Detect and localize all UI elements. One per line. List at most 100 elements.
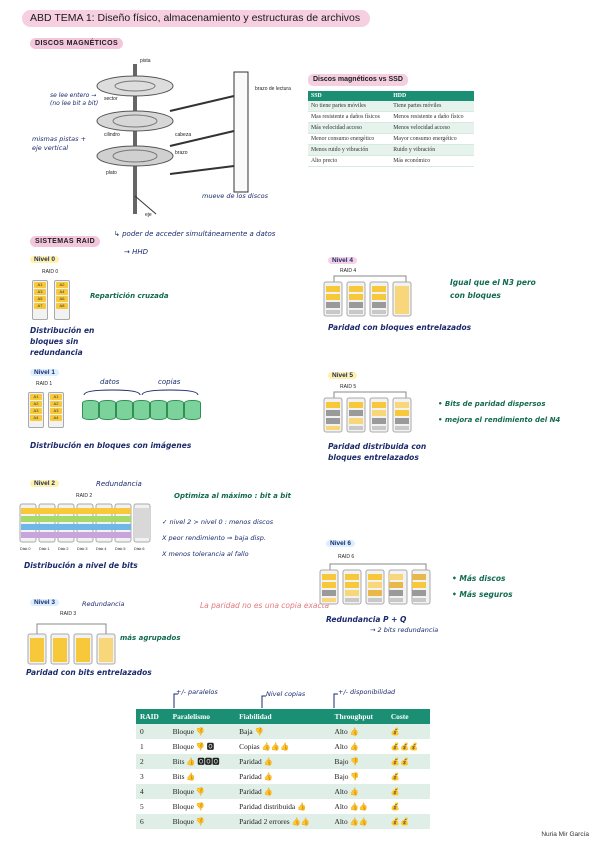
note-item: X menos tolerancia al fallo (162, 550, 249, 558)
cell: 6 (136, 814, 169, 829)
cell: 💰 (390, 772, 401, 781)
cell: Bits 👍 (172, 772, 196, 781)
cell: Bloque 👎 (172, 802, 205, 811)
nivel-0-label: Nivel 0 (30, 256, 59, 263)
raid6-caption: Redundancia P + Q (326, 615, 407, 624)
raid5-fig-title: RAID 5 (340, 384, 357, 390)
col-header: Fiabilidad (235, 709, 331, 724)
block-cell: A1 (30, 394, 42, 400)
nivel-1-label: Nivel 1 (30, 369, 59, 376)
table-header-row: SSD HDD (308, 91, 474, 101)
raid3-fig-title: RAID 3 (60, 611, 77, 617)
author-credit: Nuria Mir García (541, 831, 589, 838)
disk-label: Disk 3 (77, 547, 88, 551)
raid6-fig-title: RAID 6 (338, 554, 355, 560)
cell: Bloque 👎 (168, 724, 236, 739)
cylinder-disk (184, 400, 201, 420)
ssd-heading: Discos magnéticos vs SSD (308, 74, 408, 86)
block-cell: A2 (56, 282, 68, 288)
col-header: HDD (390, 91, 474, 101)
block-cell: A8 (56, 303, 68, 309)
table-header-row: RAID Paralelismo Fiabilidad Throughput C… (136, 709, 430, 724)
bullet-text: Más discos (459, 574, 506, 583)
page-title: ABD TEMA 1: Diseño físico, almacenamient… (22, 10, 370, 27)
raid0-disk-0: A1 A3 A5 A7 (32, 280, 48, 320)
col-header: Coste (386, 709, 430, 724)
cell: Copias 👍👍👍 (239, 742, 290, 751)
raid1-disk-0: A1 A2 A3 A4 (28, 392, 44, 428)
fig-label: cabeza (175, 132, 192, 138)
cell: Alto 👍 (330, 784, 387, 799)
note-item: X peor rendimiento ⇒ baja disp. (162, 534, 266, 542)
nivel-2-label: Nivel 2 (30, 480, 59, 487)
raid3-disks (27, 623, 116, 665)
cell: Paridad distribuida 👍 (239, 802, 307, 811)
raid2-fig-title: RAID 2 (76, 493, 93, 499)
block-cell: A6 (56, 296, 68, 302)
cell: Bajo 👎 (334, 772, 360, 781)
disk-label: Disk 0 (20, 547, 31, 551)
cylinder-disk (150, 400, 167, 420)
cell: Menos ruido y vibración (308, 144, 391, 156)
disk-label: Disk 6 (134, 547, 145, 551)
cell: Bloque 👎 (168, 814, 236, 829)
raid3-redundancia: Redundancia (82, 600, 125, 608)
raid1-caption: Distribución en bloques con imágenes (30, 441, 192, 450)
fig-label: cilindro (104, 132, 120, 138)
section-heading-raid: SISTEMAS RAID (30, 236, 101, 247)
cell: Baja 👎 (235, 724, 331, 739)
raid2-caption: Distribución a nivel de bits (24, 561, 138, 570)
raid0-caption: Distribución en bloques sin redundancia (30, 326, 95, 357)
block-cell: A7 (34, 303, 46, 309)
cell: Ruido y vibración (390, 144, 474, 156)
note-leer-entero: se lee entero → (no lee bit a bit) (50, 92, 99, 107)
cell: 5 (140, 802, 144, 811)
raid1-fig-title: RAID 1 (36, 381, 53, 387)
disk-label: Disk 5 (115, 547, 126, 551)
summary-ann-copias: Nivel copias (266, 690, 306, 698)
raid2-redundancia: Redundancia (96, 480, 142, 488)
block-cell: A3 (34, 289, 46, 295)
cell: 💰 (390, 802, 401, 811)
fig-label: sector (104, 96, 118, 102)
block-cell: A4 (30, 415, 42, 421)
block-cell: A2 (50, 401, 62, 407)
cylinder-disk (99, 400, 116, 420)
cell: 💰💰 (386, 754, 430, 769)
block-cell: A3 (30, 408, 42, 414)
cell: 2 (136, 754, 169, 769)
bullet-item: • mejora el rendimiento del N4 (438, 416, 561, 424)
block-cell: A4 (56, 289, 68, 295)
block-cell: A5 (34, 296, 46, 302)
cell: Menos velocidad acceso (390, 122, 474, 134)
raid5-bullets: • Bits de paridad dispersos • mejora el … (438, 396, 560, 428)
raid1-copias-label: copias (158, 378, 181, 386)
fig-label: plato (106, 170, 117, 176)
cell: 💰 (386, 784, 430, 799)
cylinder-disk (133, 400, 150, 420)
raid0-note: Repartición cruzada (90, 292, 169, 300)
raid4-caption: Paridad con bloques entrelazados (328, 323, 472, 332)
cell: 1 (140, 742, 144, 751)
col-header: Throughput (330, 709, 387, 724)
bullet-item: • Bits de paridad dispersos (438, 400, 546, 408)
cell: Bloque 👎 (168, 784, 236, 799)
raid6-bullets: • Más discos • Más seguros (452, 571, 513, 603)
cell: Tiene partes móviles (390, 101, 474, 112)
block-cell: A1 (34, 282, 46, 288)
raid1-brace (83, 389, 199, 396)
hard-disk-figure (96, 64, 249, 215)
col-header: RAID (136, 709, 169, 724)
summary-arrows (173, 693, 338, 708)
bullet-text: Bits de paridad dispersos (444, 400, 546, 408)
